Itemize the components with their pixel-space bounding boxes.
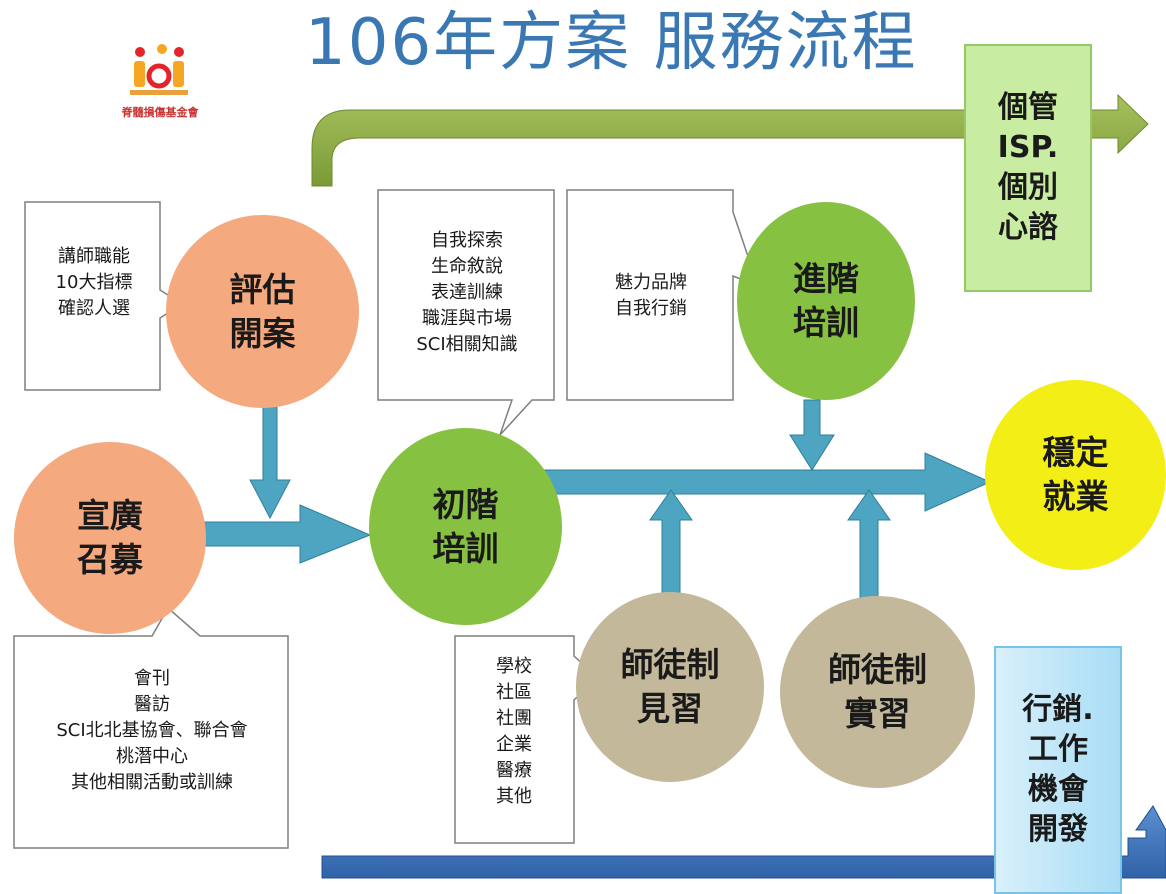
arrow-recruit-to-basic — [197, 504, 372, 564]
note-recruit-line: 桃潛中心 — [116, 746, 188, 767]
note-recruit-line: SCI北北基協會、聯合會 — [56, 720, 248, 741]
node-apprentice-observe: 師徒制 見習 — [576, 592, 764, 782]
note-recruit: 會刊 醫訪 SCI北北基協會、聯合會 桃潛中心 其他相關活動或訓練 — [20, 666, 284, 796]
box-marketing-line: 機會 — [1028, 772, 1088, 807]
note-assessment-line: 講師職能 — [58, 246, 130, 267]
node-advanced-training: 進階 培訓 — [737, 202, 915, 400]
note-observe-line: 學校 — [496, 656, 532, 677]
node-intern-line2: 實習 — [844, 694, 911, 733]
node-apprentice-intern: 師徒制 實習 — [780, 596, 975, 788]
box-marketing-line: 開發 — [1028, 812, 1088, 847]
box-case-management-line: 心諮 — [998, 210, 1058, 245]
note-basic-line: SCI相關知識 — [416, 334, 518, 355]
logo-mark — [130, 44, 188, 95]
node-basic-line2: 培訓 — [432, 528, 499, 568]
box-case-management-line: 個別 — [998, 170, 1058, 205]
note-basic-line: 職涯與市場 — [422, 308, 512, 329]
box-case-management: 個管 ISP. 個別 心諮 — [964, 44, 1092, 292]
node-recruit-line1: 宣廣 — [77, 496, 143, 535]
arrow-intern-up — [847, 489, 891, 611]
note-basic-line: 生命敘說 — [431, 256, 503, 277]
node-observe-line1: 師徒制 — [620, 645, 720, 684]
arrow-assessment-down — [249, 399, 291, 520]
node-assessment: 評估 開案 — [166, 215, 359, 408]
note-advanced-line: 自我行銷 — [615, 298, 687, 319]
box-marketing: 行銷. 工作 機會 開發 — [994, 646, 1122, 894]
node-advanced-line2: 培訓 — [793, 303, 859, 342]
node-observe-line2: 見習 — [637, 689, 703, 728]
note-observe-line: 社區 — [496, 682, 532, 703]
node-assessment-line2: 開案 — [229, 313, 296, 353]
arrow-advanced-down — [789, 399, 835, 471]
note-assessment-line: 確認人選 — [58, 298, 130, 319]
node-assessment-line1: 評估 — [229, 269, 296, 309]
note-observe-line: 企業 — [496, 734, 532, 755]
node-basic-training: 初階 培訓 — [369, 428, 562, 625]
note-recruit-line: 會刊 — [134, 668, 170, 689]
node-intern-line1: 師徒制 — [828, 650, 927, 689]
box-marketing-line: 工作 — [1028, 732, 1088, 767]
note-observe-line: 其他 — [496, 786, 532, 807]
note-basic: 自我探索 生命敘說 表達訓練 職涯與市場 SCI相關知識 — [384, 228, 550, 358]
note-assessment-line: 10大指標 — [55, 272, 133, 293]
page-title: 106年方案 服務流程 — [305, 6, 918, 80]
node-stable-line1: 穩定 — [1042, 433, 1109, 472]
marketing-arrow — [321, 805, 1166, 879]
note-basic-line: 表達訓練 — [431, 282, 503, 303]
note-observe-line: 社團 — [496, 708, 532, 729]
case-management-arrow — [311, 93, 1149, 187]
node-stable-line2: 就業 — [1042, 477, 1109, 516]
note-basic-line: 自我探索 — [431, 230, 503, 251]
note-advanced-line: 魅力品牌 — [615, 272, 687, 293]
node-stable-employment: 穩定 就業 — [985, 380, 1166, 570]
note-observe: 學校 社區 社團 企業 醫療 其他 — [462, 654, 566, 810]
note-advanced: 魅力品牌 自我行銷 — [576, 270, 726, 322]
arrow-basic-to-stable — [544, 452, 992, 512]
node-basic-line1: 初階 — [432, 484, 499, 524]
box-case-management-line: 個管 — [998, 90, 1058, 125]
note-recruit-line: 醫訪 — [134, 694, 170, 715]
node-recruit: 宣廣 召募 — [14, 442, 206, 634]
logo-text: 脊髓損傷基金會 — [121, 106, 199, 119]
box-case-management-line: ISP. — [997, 130, 1059, 165]
note-observe-line: 醫療 — [496, 760, 532, 781]
box-marketing-line: 行銷. — [1022, 692, 1094, 727]
note-recruit-line: 其他相關活動或訓練 — [71, 772, 233, 793]
node-recruit-line2: 召募 — [77, 540, 143, 579]
note-assessment: 講師職能 10大指標 確認人選 — [35, 244, 153, 322]
node-advanced-line1: 進階 — [793, 259, 859, 298]
